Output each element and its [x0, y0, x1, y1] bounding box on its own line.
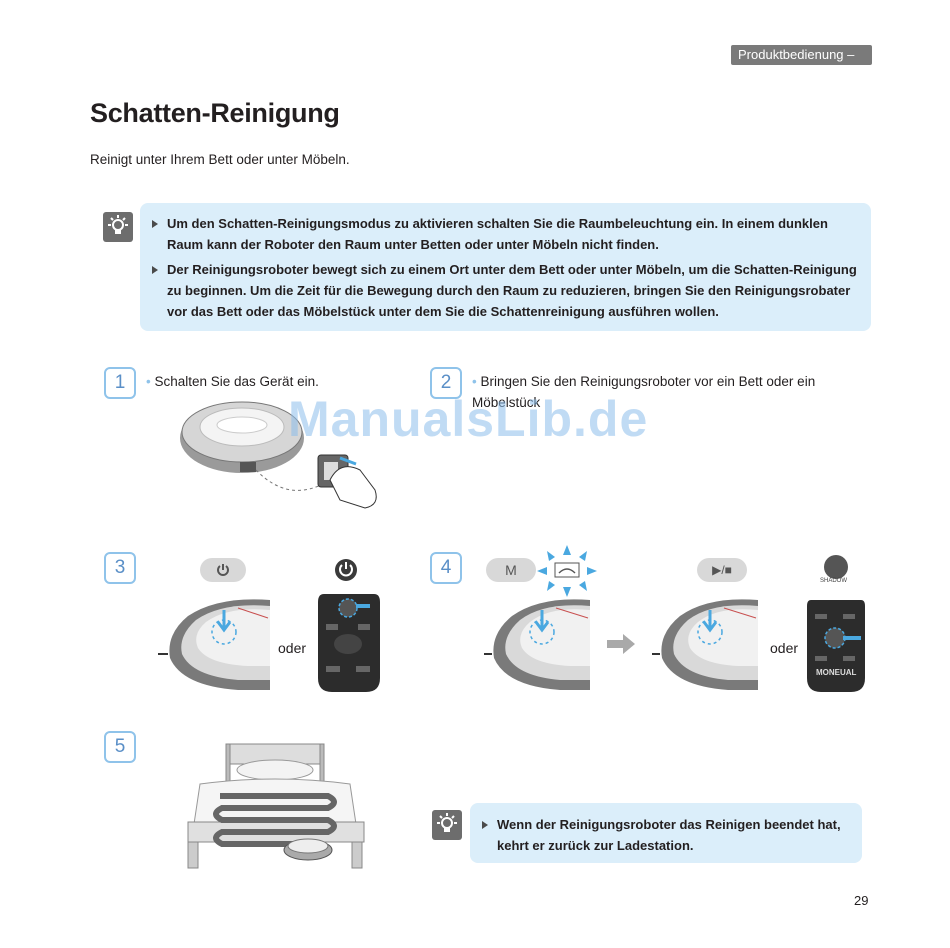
- step-bullet: •: [472, 374, 481, 389]
- mode-button[interactable]: M: [486, 558, 536, 582]
- play-stop-button[interactable]: ▶/■: [697, 558, 747, 582]
- lightbulb-tip-icon: [103, 212, 133, 242]
- step-number-5: 5: [104, 731, 136, 763]
- step-1-text: • Schalten Sie das Gerät ein.: [146, 374, 319, 389]
- bed-shadow-cleaning-illustration: [187, 743, 365, 869]
- step-2-text: • Bringen Sie den Reinigungsroboter vor …: [472, 374, 816, 410]
- section-tag: Produktbedienung –: [731, 45, 872, 65]
- tip-item: Um den Schatten-Reinigungsmodus zu aktiv…: [152, 213, 867, 255]
- robot-mode-press-illustration: [484, 599, 590, 690]
- tip-list: Um den Schatten-Reinigungsmodus zu aktiv…: [152, 213, 867, 326]
- robot-play-press-illustration: [652, 599, 758, 690]
- next-step-arrow-icon: [607, 634, 635, 654]
- bullet-arrow-icon: [482, 821, 488, 829]
- final-tip-text: Wenn der Reinigungsroboter das Reinigen …: [482, 814, 860, 856]
- robot-power-switch-illustration: [180, 401, 377, 509]
- final-tip-box: [470, 803, 862, 863]
- remote-control-shadow-illustration: [807, 600, 865, 692]
- step-3-or-label: oder: [278, 640, 307, 656]
- power-button-pill[interactable]: [200, 558, 246, 582]
- page-title: Schatten-Reinigung: [90, 98, 340, 128]
- step-number-3: 3: [104, 552, 136, 584]
- remote-shadow-button-icon: [824, 555, 848, 579]
- power-icon: [217, 564, 229, 576]
- page-number: 29: [854, 893, 869, 908]
- tip-box: [140, 203, 871, 331]
- page-subtitle: Reinigt unter Ihrem Bett oder unter Möbe…: [90, 152, 350, 167]
- shadow-mode-indicator-icon: [537, 545, 597, 597]
- watermark: ManualsLib.de: [288, 391, 649, 447]
- step-4-or-label: oder: [770, 640, 799, 656]
- remote-power-button-icon: [335, 559, 357, 581]
- section-tag-dash: –: [843, 47, 855, 62]
- bullet-arrow-icon: [152, 220, 158, 228]
- step-number-2: 2: [430, 367, 462, 399]
- remote-brand-label: MONEUAL: [816, 668, 857, 677]
- lightbulb-tip-icon: [432, 810, 462, 840]
- step-number-4: 4: [430, 552, 462, 584]
- robot-power-press-illustration: [158, 599, 270, 690]
- step-bullet: •: [146, 374, 155, 389]
- tip-item: Der Reinigungsroboter bewegt sich zu ein…: [152, 259, 867, 322]
- remote-control-illustration: [318, 594, 380, 692]
- step-number-1: 1: [104, 367, 136, 399]
- remote-shadow-label: SHADOW: [820, 578, 847, 584]
- bullet-arrow-icon: [152, 266, 158, 274]
